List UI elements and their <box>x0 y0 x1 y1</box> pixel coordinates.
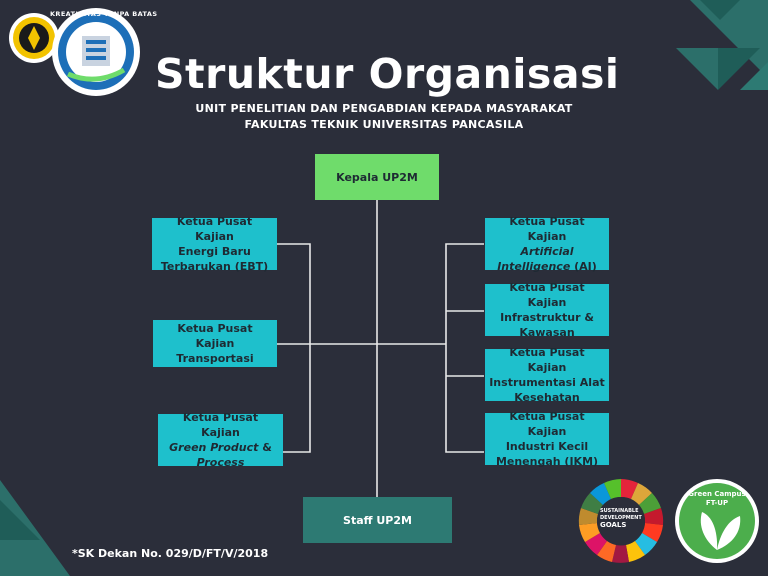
footnote: *SK Dekan No. 029/D/FT/V/2018 <box>72 547 269 560</box>
org-box-label-line: Instrumentasi Alat <box>489 376 605 389</box>
sdg-wheel-logo: SUSTAINABLE DEVELOPMENT GOALS <box>578 478 664 564</box>
subtitle-line-2: FAKULTAS TEKNIK UNIVERSITAS PANCASILA <box>244 118 524 131</box>
org-box-label-line: Energi Baru <box>178 245 251 258</box>
org-box-head-label: Kepala UP2M <box>336 170 418 184</box>
org-box-label-line: Ketua Pusat Kajian <box>509 346 585 374</box>
org-connectors <box>277 200 484 497</box>
org-box-label-line: Ketua Pusat Kajian <box>182 411 259 439</box>
sdg-text: SUSTAINABLE DEVELOPMENT GOALS <box>600 508 642 529</box>
green-campus-logo: Green Campus FT-UP <box>674 478 760 564</box>
org-box-staff-label: Staff UP2M <box>343 513 412 527</box>
org-box-right-ikm: Ketua Pusat Kajian Industri Kecil Meneng… <box>485 410 609 468</box>
org-box-label-line: Intelligence (AI) <box>497 259 597 274</box>
org-box-label-line: Terbarukan (EBT) <box>160 260 269 273</box>
org-box-label-line: Kawasan <box>519 326 575 339</box>
org-box-label-line: Ketua Pusat Kajian <box>509 410 585 438</box>
org-box-label-italic: Intelligence <box>497 260 571 273</box>
kreativitas-badge-logo: KREATIVITAS TANPA BATAS <box>50 6 158 98</box>
org-box-staff: Staff UP2M <box>303 497 452 543</box>
org-box-left-ebt: Ketua Pusat Kajian Energi Baru Terbaruka… <box>152 215 277 273</box>
org-box-right-infrastruktur: Ketua Pusat Kajian Infrastruktur & Kawas… <box>485 281 609 339</box>
org-box-label-line: Kesehatan <box>514 391 580 404</box>
org-box-label-line: Ketua Pusat Kajian <box>509 281 585 309</box>
org-box-label-line: Infrastruktur & <box>500 311 594 324</box>
org-box-left-transportasi: Ketua Pusat Kajian Transportasi <box>153 320 277 367</box>
org-box-label-line: Process <box>196 456 245 469</box>
org-box-label-line: Artificial <box>520 245 574 258</box>
green-campus-text-line: FT-UP <box>705 499 729 507</box>
badge-text: KREATIVITAS TANPA BATAS <box>50 10 158 18</box>
subtitle-line-1: UNIT PENELITIAN DAN PENGABDIAN KEPADA MA… <box>195 102 573 115</box>
corner-triangles-bottom-left <box>0 480 70 576</box>
org-box-label-italic: Green Product <box>169 441 259 454</box>
sdg-text-line: SUSTAINABLE <box>600 508 639 514</box>
page-title: Struktur Organisasi <box>155 50 620 98</box>
org-box-label-line: Industri Kecil <box>505 440 589 453</box>
org-box-label-line: Transportasi <box>176 352 254 365</box>
org-box-label-text: & <box>258 441 272 454</box>
org-box-label-line: Green Product & <box>169 440 272 455</box>
green-campus-text-line: Green Campus <box>688 490 746 498</box>
org-box-label-line: Ketua Pusat Kajian <box>177 322 253 350</box>
green-campus-text: Green Campus FT-UP <box>674 490 760 508</box>
university-seal-logo <box>8 12 60 64</box>
org-box-label-line: Ketua Pusat Kajian <box>509 215 585 243</box>
sdg-text-line: DEVELOPMENT <box>600 515 642 521</box>
org-box-right-instrumentasi: Ketua Pusat Kajian Instrumentasi Alat Ke… <box>485 346 609 404</box>
org-box-label-line: Ketua Pusat Kajian <box>176 215 253 243</box>
org-box-head: Kepala UP2M <box>315 154 439 200</box>
org-box-right-ai: Ketua Pusat Kajian Artificial Intelligen… <box>485 215 609 273</box>
org-box-label-text: (AI) <box>570 260 597 273</box>
corner-triangles-top-right <box>676 0 768 90</box>
sdg-text-line: GOALS <box>600 521 627 529</box>
org-box-left-green-product: Ketua Pusat Kajian Green Product & Proce… <box>158 411 283 469</box>
org-box-label-line: Menengah (IKM) <box>495 455 599 468</box>
